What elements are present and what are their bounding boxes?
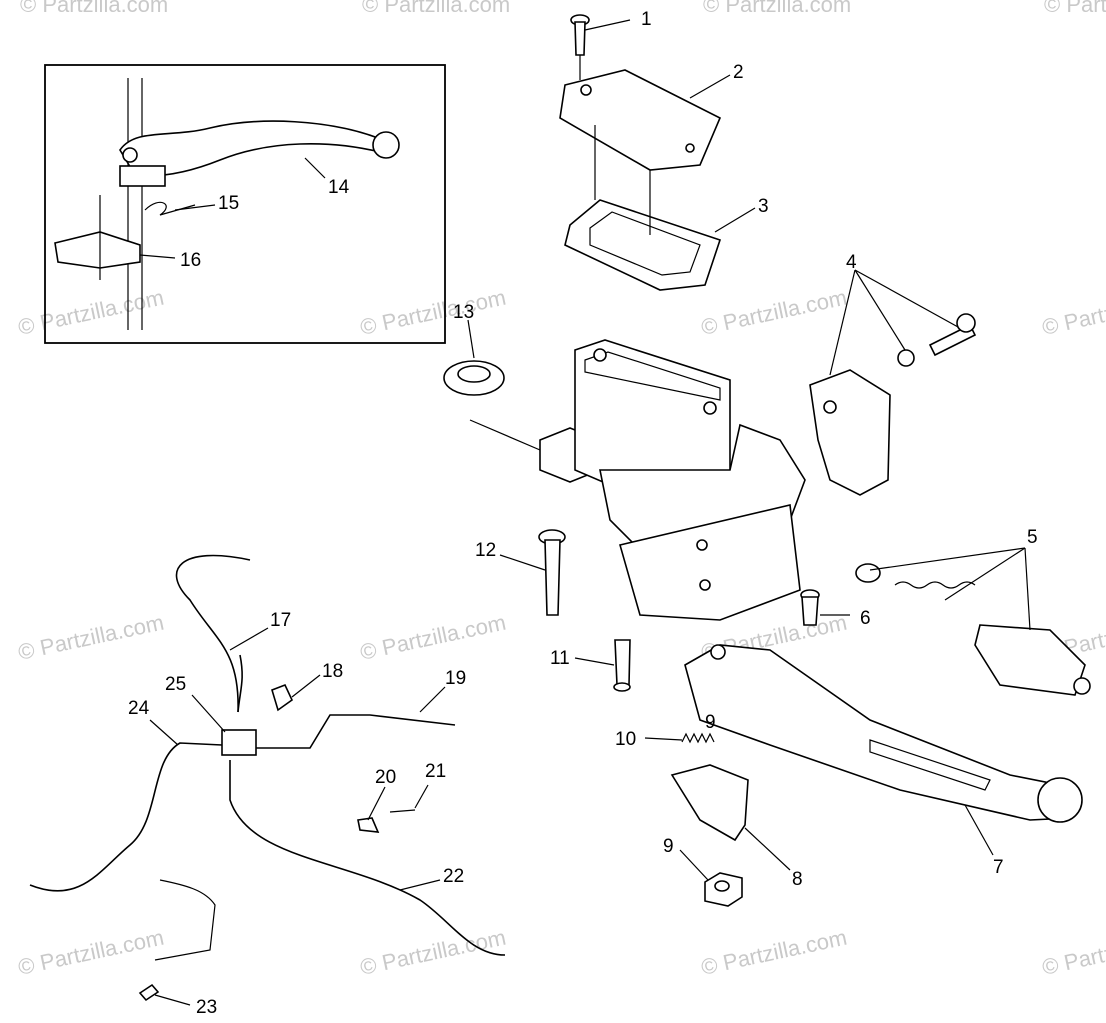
callout-14: 14: [328, 177, 350, 198]
callout-11: 11: [550, 648, 570, 669]
watermark: © Partzilla.com: [1044, 0, 1106, 17]
callout-20: 20: [375, 767, 396, 788]
watermark: © Partzilla.com: [362, 0, 510, 17]
callout-labels: 1 2 3 4 5 6 7 8 9 9 10 11 12 13 14 15 16…: [128, 9, 1038, 1018]
callout-7: 7: [993, 857, 1004, 878]
handlebar-clamp: [809, 313, 977, 496]
watermark: © Partzilla.com: [1040, 285, 1106, 340]
callout-10: 10: [615, 729, 636, 750]
callout-6: 6: [860, 608, 871, 629]
callout-8: 8: [792, 869, 803, 890]
watermark: © Partzilla.com: [358, 285, 508, 340]
callout-12: 12: [475, 540, 496, 561]
piston-kit: [855, 563, 1091, 696]
callout-9: 9: [663, 836, 674, 857]
callout-21: 21: [425, 761, 446, 782]
watermark: © Partzilla.com: [20, 0, 168, 17]
watermark: © Partzilla.com: [699, 285, 849, 340]
reservoir-gasket: [564, 199, 722, 291]
callout-24: 24: [128, 698, 150, 719]
watermark: © Partzilla.com: [358, 925, 508, 980]
callout-5: 5: [1027, 527, 1038, 548]
callout-23: 23: [196, 997, 217, 1018]
reservoir-top-parts: [559, 14, 722, 291]
callout-13: 13: [453, 302, 474, 323]
lever-block-parts: [670, 732, 749, 907]
callout-4: 4: [846, 252, 857, 273]
pivot-pin: [800, 589, 820, 626]
inset-box: [44, 64, 446, 344]
callout-15: 15: [218, 193, 239, 214]
callout-17: 17: [270, 610, 291, 631]
bolts: [538, 529, 631, 692]
callout-9b: 9: [705, 712, 716, 733]
watermark: © Partzilla.com: [358, 610, 508, 665]
callout-16: 16: [180, 250, 201, 271]
watermark: © Partzilla.com: [16, 610, 166, 665]
brake-hoses: [29, 554, 506, 1002]
watermark: © Partzilla.com: [699, 925, 849, 980]
watermark: © Partzilla.com: [703, 0, 851, 17]
leader-lines: [139, 19, 1031, 1006]
brake-lever: [684, 644, 1083, 823]
reservoir-cover: [559, 69, 722, 171]
watermark: © Partzilla.com: [1040, 925, 1106, 980]
watermark: © Partzilla.com: [16, 925, 166, 980]
seal: [443, 360, 505, 396]
callout-22: 22: [443, 866, 464, 887]
callout-18: 18: [322, 661, 343, 682]
watermark: © Partzilla.com: [16, 285, 166, 340]
master-cylinder-body: [469, 339, 806, 621]
callout-19: 19: [445, 668, 466, 689]
callout-1: 1: [641, 9, 652, 30]
callout-3: 3: [758, 196, 769, 217]
callout-25: 25: [165, 674, 186, 695]
callout-2: 2: [733, 62, 744, 83]
